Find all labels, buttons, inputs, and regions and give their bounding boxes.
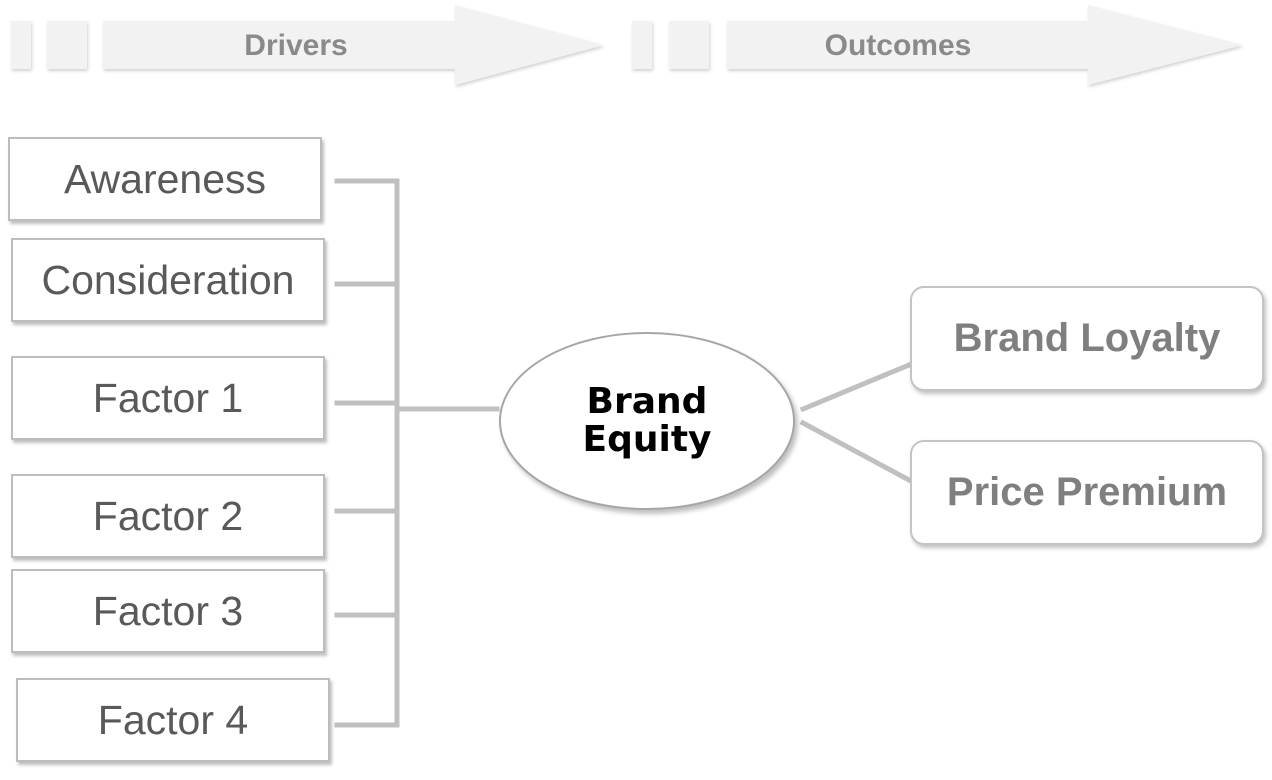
driver-box-factor-1: Factor 1 [11,356,325,440]
drivers-arrow [103,5,604,85]
driver-box-factor-4: Factor 4 [16,678,330,762]
driver-box-consideration: Consideration [11,238,325,322]
driver-box-factor-2: Factor 2 [11,474,325,558]
stage-banner [11,5,1243,85]
drivers-tick-1 [11,21,31,69]
outcomes-tick-2 [669,21,709,69]
outcome-box-price-premium: Price Premium [910,440,1264,545]
outcome-box-brand-loyalty: Brand Loyalty [910,286,1264,391]
driver-box-factor-3: Factor 3 [11,569,325,653]
driver-box-awareness: Awareness [8,137,322,221]
stage-label-outcomes: Outcomes [824,29,972,62]
stage-label-drivers: Drivers [244,29,348,62]
connector-price-premium [799,419,913,484]
outcomes-arrow [727,5,1243,85]
outcomes-tick-1 [632,21,652,69]
hub-label-line-2: Equity [582,419,712,460]
hub-label-line-1: Brand [586,381,708,422]
brand-equity-hub: Brand Equity [499,332,795,510]
connector-brand-loyalty [799,361,913,413]
drivers-tick-2 [47,21,87,69]
